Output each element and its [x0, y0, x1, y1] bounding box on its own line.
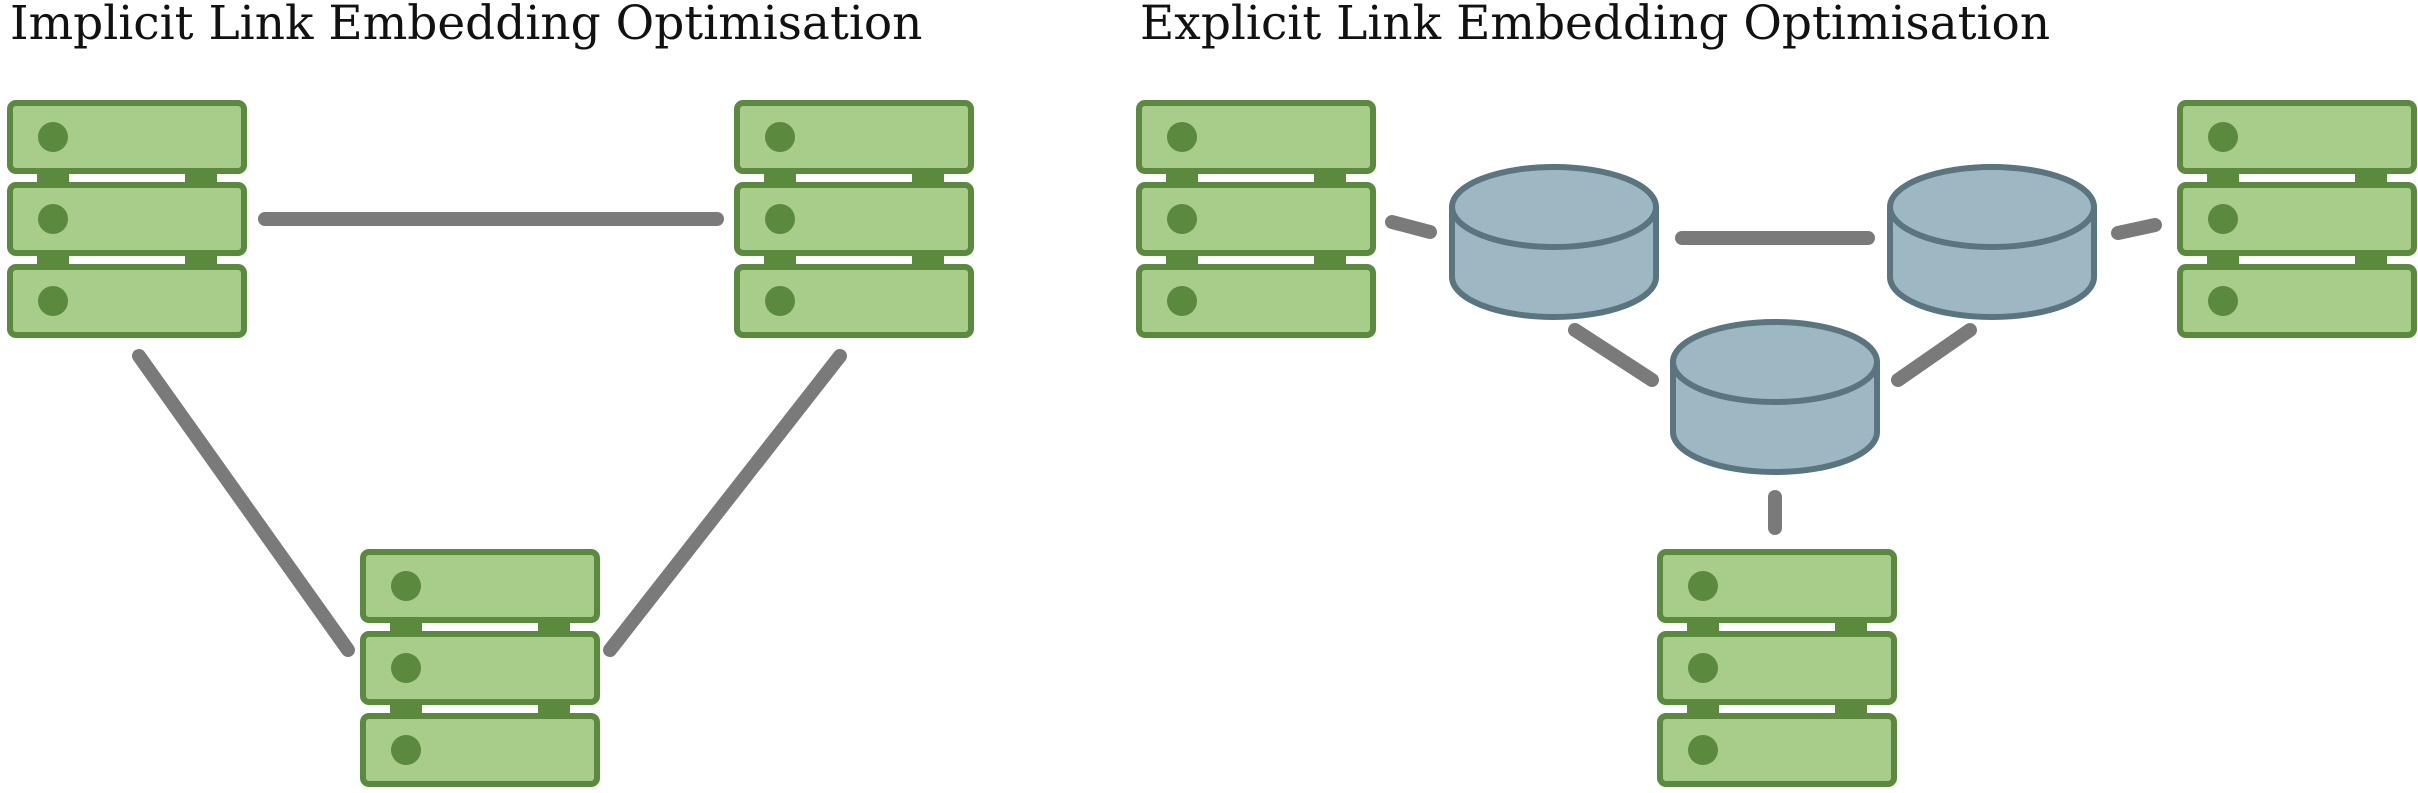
link-line [2111, 218, 2162, 240]
server-icon [1660, 552, 1894, 784]
server-icon [10, 103, 244, 335]
database-icon [1887, 164, 2097, 320]
explicit-panel-title: Explicit Link Embedding Optimisation [1140, 0, 2051, 51]
server-icon [1139, 103, 1373, 335]
implicit-panel-title: Implicit Link Embedding Optimisation [10, 0, 923, 51]
server-icon [2180, 103, 2414, 335]
link-line [1568, 323, 1659, 387]
link-line [132, 349, 355, 657]
link-line [1891, 323, 1977, 387]
implicit-links [132, 212, 847, 657]
link-line [603, 349, 847, 657]
explicit-links [1385, 215, 2162, 535]
server-icon [363, 552, 597, 784]
database-icon [1449, 164, 1659, 320]
link-line [1385, 215, 1437, 239]
server-icon [737, 103, 971, 335]
database-icon [1670, 319, 1880, 475]
